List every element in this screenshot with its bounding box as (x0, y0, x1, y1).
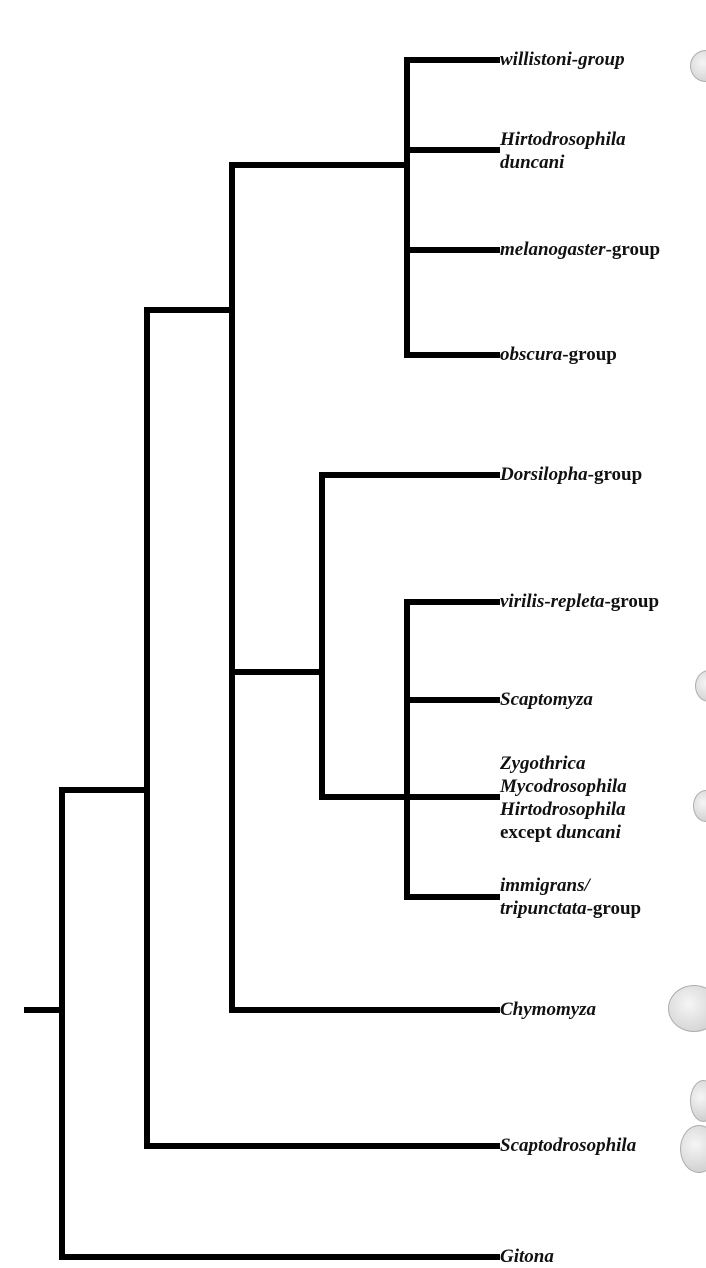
taxon-name-part: -group (604, 591, 660, 612)
taxon-name-part: virilis-repleta (500, 591, 605, 612)
taxon-label-willistoni: willistoni-group (500, 48, 625, 71)
taxon-name-part: -group (562, 344, 617, 365)
taxon-name-part: -group (586, 898, 642, 919)
taxon-name-part: Hirtodrosophila (500, 129, 626, 150)
taxon-label-gitona: Gitona (500, 1245, 554, 1268)
taxon-name-part: duncani (500, 152, 565, 173)
taxon-name-part: Mycodrosophila (500, 776, 627, 797)
taxon-name-part: tripunctata (500, 898, 587, 919)
taxon-name-part: Hirtodrosophila (500, 799, 626, 820)
taxon-name-part: Scaptomyza (500, 689, 593, 710)
taxon-label-scaptodrosophila: Scaptodrosophila (500, 1134, 636, 1157)
taxon-label-virilis: virilis-repleta-group (500, 590, 659, 613)
taxon-name-part: Scaptodrosophila (500, 1135, 637, 1156)
taxon-name-part: duncani (556, 822, 621, 843)
taxon-name-part: obscura (500, 344, 563, 365)
taxon-label-dorsilopha: Dorsilopha-group (500, 463, 642, 486)
taxon-label-immigrans: immigrans/tripunctata-group (500, 874, 641, 920)
taxon-label-obscura: obscura-group (500, 343, 617, 366)
genitalia-illustration (668, 985, 706, 1032)
taxon-name-part: Gitona (500, 1246, 554, 1267)
taxon-name-part: willistoni-group (500, 49, 625, 70)
taxon-name-part: Dorsilopha (500, 464, 588, 485)
taxon-name-part: except (500, 822, 557, 843)
taxon-name-part: immigrans/ (500, 875, 590, 896)
taxon-name-part: Zygothrica (500, 753, 586, 774)
taxon-name-part: -group (587, 464, 643, 485)
taxon-label-chymomyza: Chymomyza (500, 998, 596, 1021)
taxon-name-part: Chymomyza (500, 999, 597, 1020)
taxon-name-part: -group (605, 239, 661, 260)
taxon-label-scaptomyza: Scaptomyza (500, 688, 593, 711)
taxon-name-part: melanogaster (500, 239, 606, 260)
taxon-label-melanogaster: melanogaster-group (500, 238, 660, 261)
